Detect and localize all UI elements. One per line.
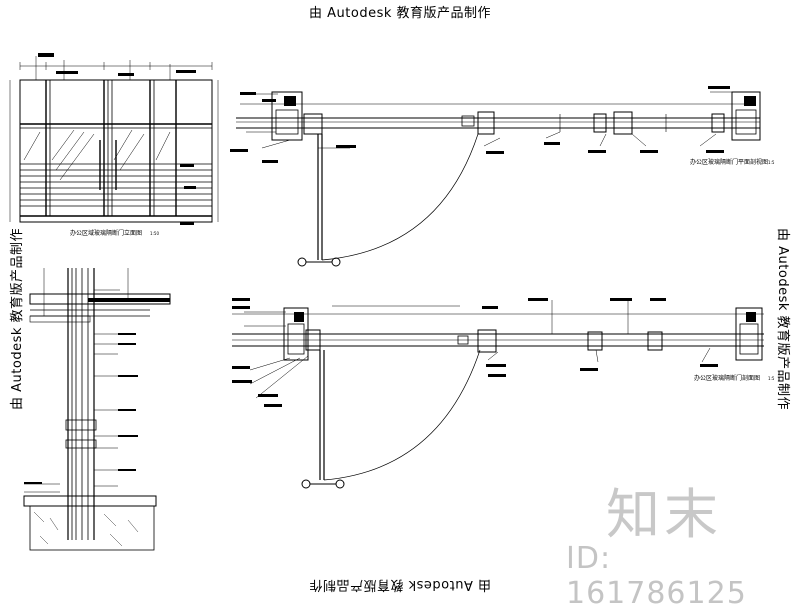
upper-plan-scale: 1:5 — [768, 160, 775, 165]
lower-plan-scale: 1:5 — [768, 376, 775, 381]
lower-plan-section — [232, 298, 764, 489]
vertical-section-drawing — [23, 268, 171, 551]
upper-plan-caption: 办公区玻璃隔断门平面剖视图 — [690, 158, 768, 166]
edu-stamp-top: 由 Autodesk 教育版产品制作 — [309, 6, 491, 21]
upper-plan-section — [230, 86, 761, 267]
elevation-scale: 1:50 — [150, 231, 159, 236]
lower-plan-caption: 办公区玻璃隔断门剖面图 — [694, 374, 760, 382]
site-watermark-id: ID: 161786125 — [566, 541, 747, 611]
site-watermark-logo: 知末 — [606, 483, 722, 546]
elevation-caption: 办公区域玻璃隔断门立面图 — [70, 229, 142, 237]
elevation-drawing — [9, 53, 219, 225]
